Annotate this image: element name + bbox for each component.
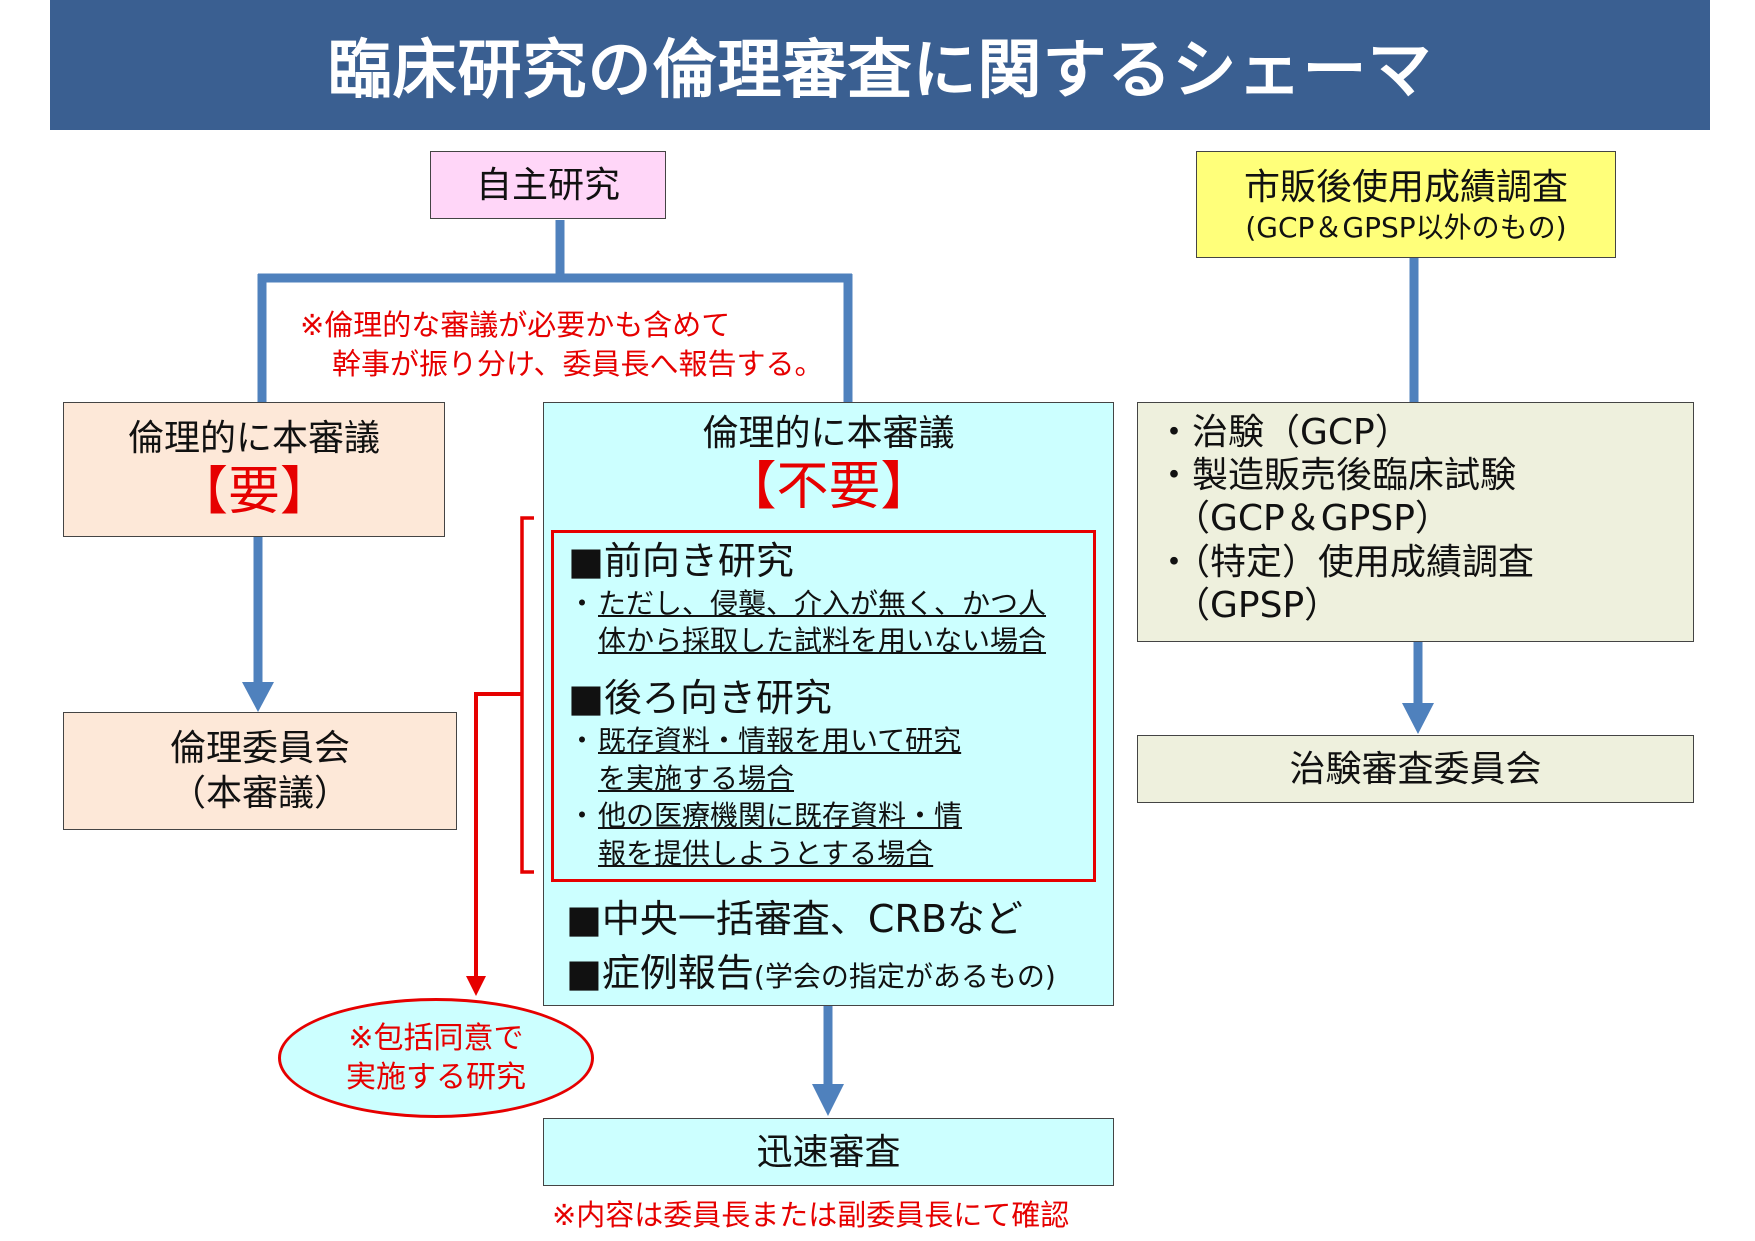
noneed-line1: 倫理的に本審議 — [702, 413, 955, 454]
note-bottom: ※内容は委員長または副委員長にて確認 — [552, 1198, 1070, 1232]
committee-line1: 倫理委員会 — [169, 728, 350, 769]
note-top-line1: ※倫理的な審議が必要かも含めて — [300, 308, 731, 342]
gcp-item-1: ・製造販売後臨床試験 — [1156, 455, 1517, 497]
arrowhead-chiken — [1402, 703, 1434, 734]
jinsoku-box: 迅速審査 — [543, 1118, 1114, 1186]
need-line1: 倫理的に本審議 — [127, 417, 380, 459]
gcp-item-4: （GPSP） — [1156, 584, 1341, 626]
list-item: ・ ただし、侵襲、介入が無く、かつ人 体から採取した試料を用いない場合 — [568, 586, 1047, 658]
red-bracket — [520, 516, 534, 874]
gcp-box: ・治験（GCP） ・製造販売後臨床試験 （GCP＆GPSP） ・（特定）使用成績… — [1137, 402, 1694, 642]
chiken-box: 治験審査委員会 — [1137, 735, 1694, 803]
page-title: 臨床研究の倫理審査に関するシェーマ — [50, 0, 1710, 130]
noneed-box: 倫理的に本審議 【不要】 ■中央一括審査、CRBなど ■症例報告(学会の指定があ… — [543, 402, 1114, 1006]
section-retrospective: ■後ろ向き研究 ・ 既存資料・情報を用いて研究 を実施する場合 ・ 他の医療機関… — [568, 676, 1093, 873]
jinsoku-label: 迅速審査 — [756, 1131, 901, 1173]
noneed-extra1: ■中央一括審査、CRBなど — [566, 897, 1023, 941]
gcp-item-2: （GCP＆GPSP） — [1156, 498, 1451, 540]
ellipse-line1: ※包括同意で — [348, 1021, 524, 1056]
shihan-line2: (GCP＆GPSP以外のもの) — [1245, 210, 1567, 244]
jishu-label: 自主研究 — [475, 164, 620, 206]
noneed-extra2: ■症例報告(学会の指定があるもの) — [566, 951, 1056, 995]
red-arrowhead — [466, 976, 486, 996]
jishu-box: 自主研究 — [430, 151, 666, 219]
list-item: ・ 他の医療機関に既存資料・情 報を提供しようとする場合 — [568, 799, 963, 871]
noneed-research-list: ■前向き研究 ・ ただし、侵襲、介入が無く、かつ人 体から採取した試料を用いない… — [551, 530, 1096, 882]
red-branch-line — [474, 692, 522, 980]
section-prospective: ■前向き研究 ・ ただし、侵襲、介入が無く、かつ人 体から採取した試料を用いない… — [568, 539, 1093, 660]
noneed-line2: 【不要】 — [724, 457, 933, 517]
section-prospective-title: ■前向き研究 — [568, 539, 794, 583]
section-retrospective-title: ■後ろ向き研究 — [568, 676, 832, 721]
arrowhead-committee — [242, 682, 274, 712]
note-top-line2: 幹事が振り分け、委員長へ報告する。 — [332, 347, 824, 382]
gcp-item-3: ・（特定）使用成績調査 — [1156, 541, 1535, 583]
need-box: 倫理的に本審議 【要】 — [63, 402, 445, 537]
committee-box: 倫理委員会 （本審議） — [63, 712, 457, 830]
need-line2: 【要】 — [175, 461, 332, 522]
chiken-label: 治験審査委員会 — [1289, 748, 1542, 790]
list-item: ・ 既存資料・情報を用いて研究 を実施する場合 — [568, 723, 962, 795]
note-top: ※倫理的な審議が必要かも含めて 幹事が振り分け、委員長へ報告する。 — [300, 306, 824, 384]
blanket-consent-ellipse: ※包括同意で 実施する研究 — [278, 998, 594, 1118]
committee-line2: （本審議） — [169, 773, 350, 814]
ellipse-line2: 実施する研究 — [346, 1060, 526, 1095]
shihan-box: 市販後使用成績調査 (GCP＆GPSP以外のもの) — [1196, 151, 1616, 258]
shihan-line1: 市販後使用成績調査 — [1243, 166, 1568, 208]
arrowhead-jinsoku — [812, 1084, 844, 1116]
gcp-item-0: ・治験（GCP） — [1156, 412, 1411, 453]
